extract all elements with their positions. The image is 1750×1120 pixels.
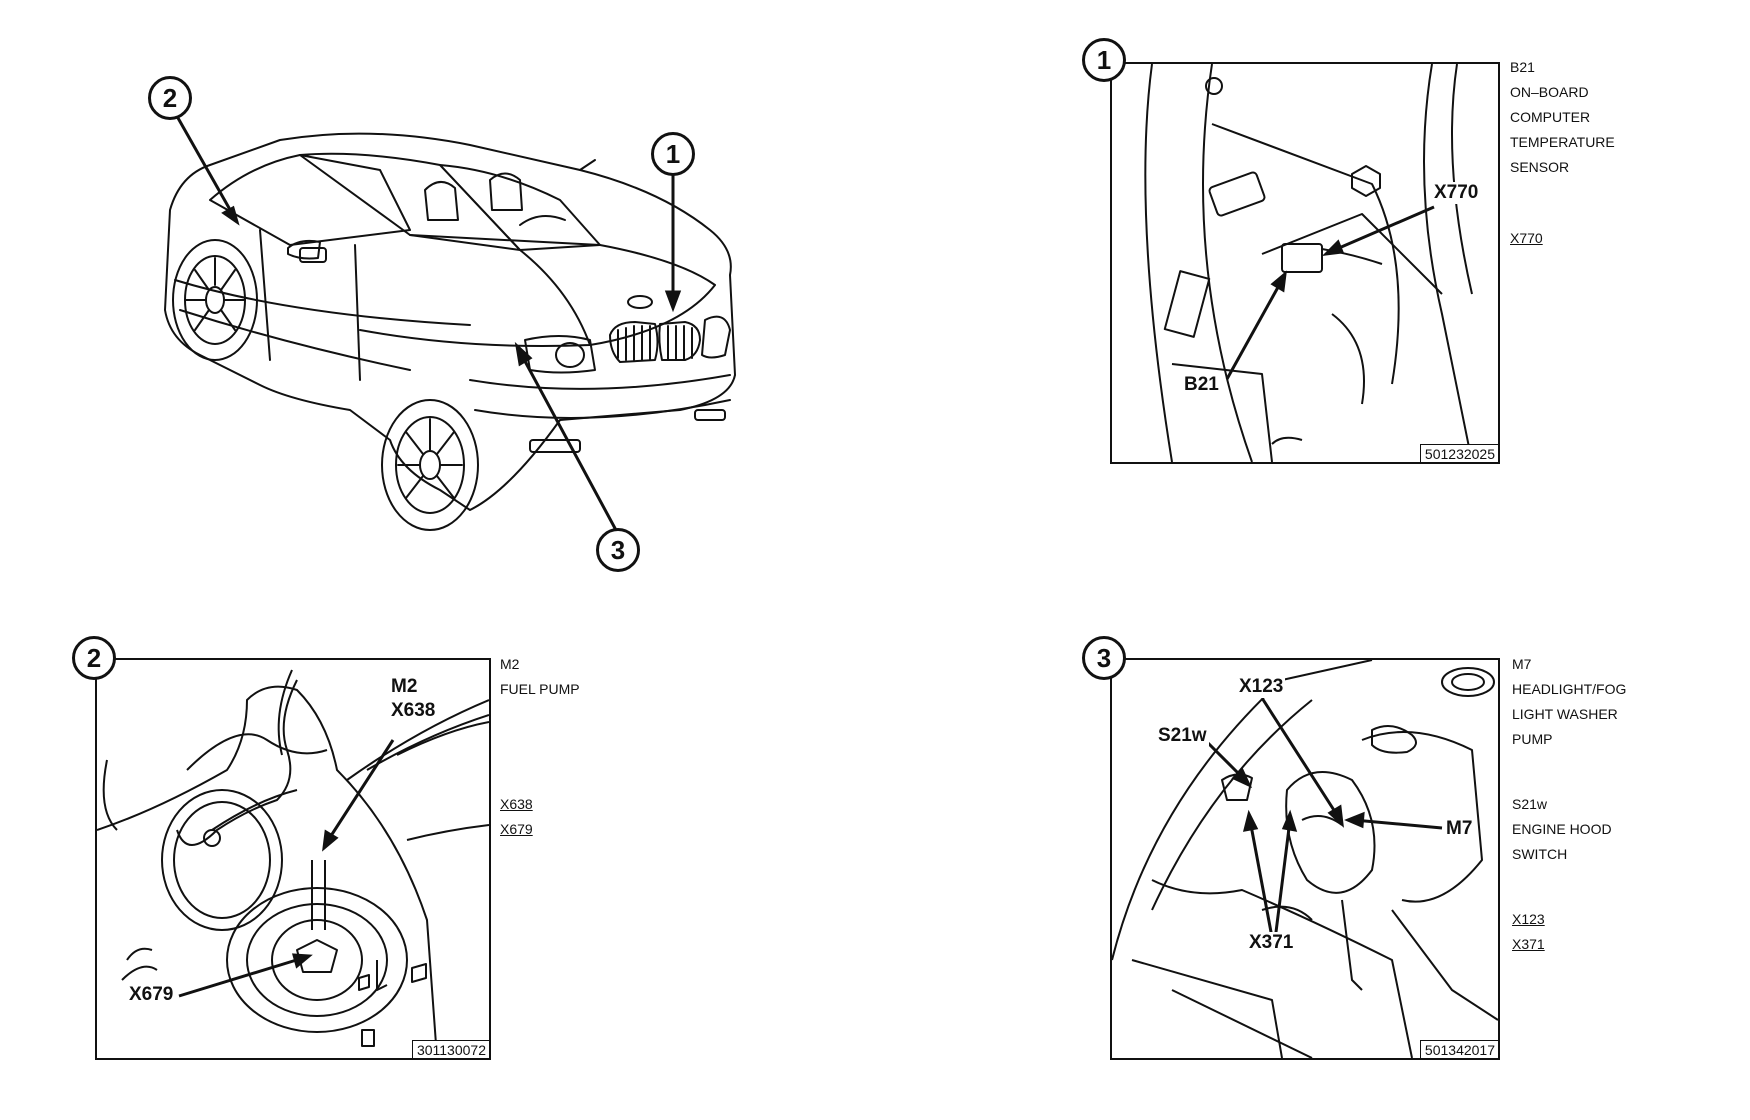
panel-1-drawing xyxy=(1144,64,1473,462)
connector-link-x679[interactable]: X679 xyxy=(500,821,533,837)
panel-2-callout[interactable]: 2 xyxy=(72,636,116,680)
figure-id: 301130072 xyxy=(411,1040,489,1058)
overview-callout-3[interactable]: 3 xyxy=(596,528,640,572)
panel-3-callout[interactable]: 3 xyxy=(1082,636,1126,680)
panel-1-callout[interactable]: 1 xyxy=(1082,38,1126,82)
component-code: M7 xyxy=(1512,656,1532,672)
tag-x371: X371 xyxy=(1247,932,1296,954)
component-name-line: FUEL PUMP xyxy=(500,681,580,697)
component-code: S21w xyxy=(1512,796,1548,812)
panel-2-legend: M2 FUEL PUMP X638 X679 xyxy=(500,652,580,842)
callout-label: 2 xyxy=(162,82,178,113)
panel-3-drawing xyxy=(1112,660,1498,1058)
tag-m7: M7 xyxy=(1444,818,1475,840)
tag-x770: X770 xyxy=(1432,182,1481,204)
tag-x123: X123 xyxy=(1237,676,1286,698)
component-name-line: COMPUTER xyxy=(1510,109,1591,125)
figure-id: 501342017 xyxy=(1419,1040,1498,1058)
callout-label: 3 xyxy=(610,534,626,565)
connector-link-x371[interactable]: X371 xyxy=(1512,936,1545,952)
panel-1-legend: B21 ON–BOARD COMPUTER TEMPERATURE SENSOR… xyxy=(1510,55,1615,251)
overview-illustration: 2 1 3 xyxy=(140,70,840,630)
detail-panel-2: M2 X638 X679 301130072 xyxy=(95,658,491,1060)
callout-label: 2 xyxy=(86,642,102,673)
overview-callout-1[interactable]: 1 xyxy=(651,132,695,176)
component-name-line: SWITCH xyxy=(1512,846,1568,862)
detail-panel-1: B21 X770 501232025 xyxy=(1110,62,1500,464)
component-code: B21 xyxy=(1510,59,1535,75)
connector-link-x770[interactable]: X770 xyxy=(1510,230,1543,246)
panel-2-drawing xyxy=(97,669,489,1058)
connector-link-x638[interactable]: X638 xyxy=(500,796,533,812)
connector-link-x123[interactable]: X123 xyxy=(1512,911,1545,927)
component-name-line: LIGHT WASHER xyxy=(1512,706,1618,722)
figure-id: 501232025 xyxy=(1419,444,1498,462)
tag-s21w: S21w xyxy=(1156,725,1209,747)
panel-3-legend: M7 HEADLIGHT/FOG LIGHT WASHER PUMP S21w … xyxy=(1512,652,1626,957)
component-name-line: PUMP xyxy=(1512,731,1553,747)
tag-b21: B21 xyxy=(1182,374,1221,396)
tag-x679: X679 xyxy=(127,984,176,1006)
component-name-line: SENSOR xyxy=(1510,159,1570,175)
callout-label: 1 xyxy=(1096,44,1112,75)
callout-label: 1 xyxy=(665,138,681,169)
component-code: M2 xyxy=(500,656,520,672)
component-name-line: ENGINE HOOD xyxy=(1512,821,1612,837)
car-drawing xyxy=(164,117,736,533)
tag-x638: X638 xyxy=(389,700,438,722)
component-name-line: HEADLIGHT/FOG xyxy=(1512,681,1627,697)
detail-panel-3: X123 S21w M7 X371 501342017 xyxy=(1110,658,1500,1060)
component-name-line: TEMPERATURE xyxy=(1510,134,1615,150)
overview-callout-2[interactable]: 2 xyxy=(148,76,192,120)
tag-m2: M2 xyxy=(389,676,420,698)
callout-label: 3 xyxy=(1096,642,1112,673)
component-name-line: ON–BOARD xyxy=(1510,84,1589,100)
